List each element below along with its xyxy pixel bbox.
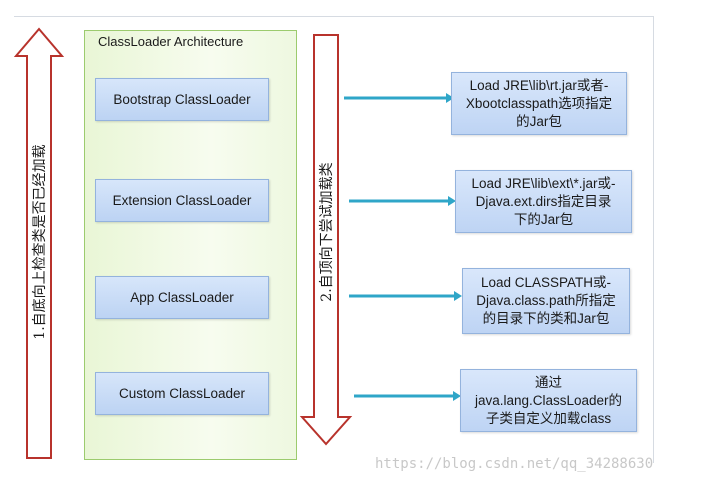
bottom-up-arrow: [13, 27, 65, 459]
app-description: Load CLASSPATH或- Djava.class.path所指定 的目录…: [462, 268, 630, 334]
connector-app: [349, 291, 462, 301]
architecture-title: ClassLoader Architecture: [98, 34, 244, 49]
custom-description: 通过 java.lang.ClassLoader的 子类自定义加载class: [460, 369, 637, 432]
bootstrap-classloader-box: Bootstrap ClassLoader: [95, 78, 269, 121]
extension-description: Load JRE\lib\ext\*.jar或- Djava.ext.dirs指…: [455, 170, 632, 233]
connector-extension: [349, 196, 456, 206]
custom-classloader-box: Custom ClassLoader: [95, 372, 269, 415]
app-classloader-box: App ClassLoader: [95, 276, 269, 319]
extension-classloader-box: Extension ClassLoader: [95, 179, 269, 222]
diagram-frame: [14, 16, 654, 463]
connector-bootstrap: [344, 93, 454, 103]
bootstrap-description: Load JRE\lib\rt.jar或者- Xbootclasspath选项指…: [451, 72, 627, 135]
top-down-label: 2.自顶向下尝试加载类: [319, 162, 335, 302]
top-down-arrow: [299, 34, 353, 446]
connector-custom: [354, 391, 461, 401]
bottom-up-label: 1.自底向上检查类是否已经加载: [32, 144, 48, 340]
watermark: https://blog.csdn.net/qq_34288630: [375, 456, 654, 472]
